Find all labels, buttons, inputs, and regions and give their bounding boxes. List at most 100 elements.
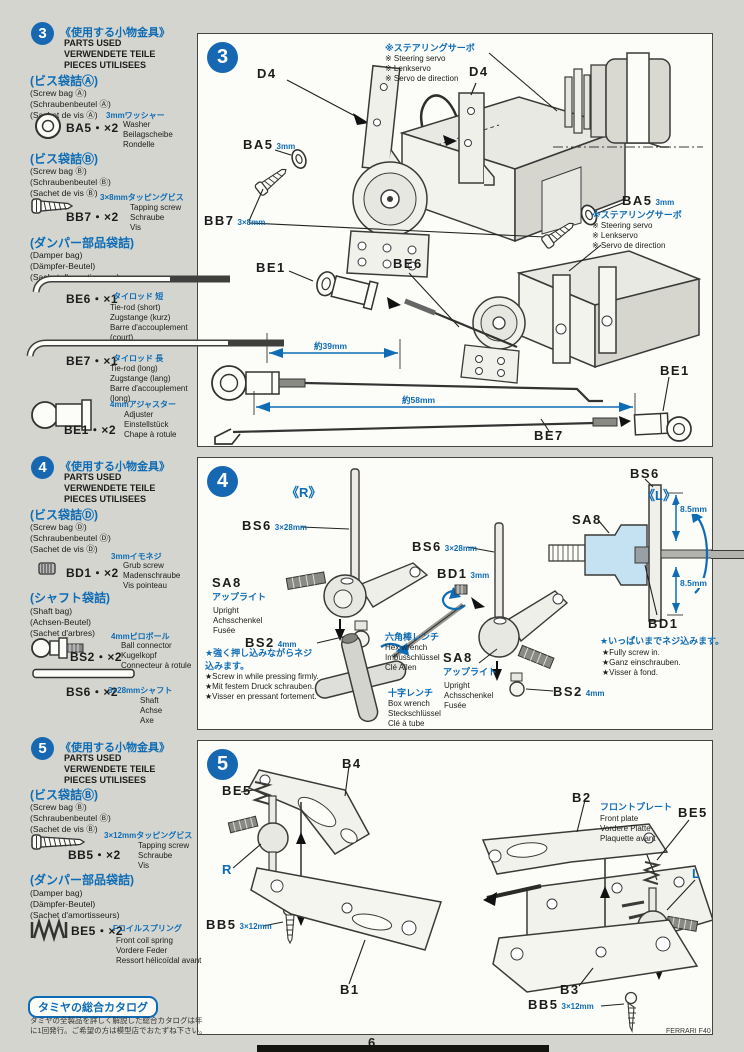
tapping-screw-icon bbox=[31, 834, 86, 850]
hex-wrench-label: 六角棒レンチ bbox=[385, 632, 440, 642]
part-size: タイロッド 短 bbox=[113, 292, 164, 301]
parts-used-header: PARTS USED VERWENDETE TEILE PIECES UTILI… bbox=[64, 38, 156, 70]
box-wrench-label: 十字レンチ bbox=[388, 688, 434, 698]
step5-illustration bbox=[227, 765, 713, 1034]
step4-number: 4 bbox=[207, 466, 238, 497]
brand-footer: FERRARI F40 bbox=[666, 1028, 711, 1035]
part-code: BB7・×2 bbox=[66, 210, 119, 224]
lower-arm-b3 bbox=[492, 919, 699, 993]
screw-bag-d-subtitle: (Screw bag Ⓓ) (Schraubenbeutel Ⓓ) (Sache… bbox=[30, 522, 111, 554]
step3-number: 3 bbox=[207, 42, 238, 73]
part-size: Fコイルスプリング bbox=[113, 924, 182, 933]
part-code: BS2・×2 bbox=[70, 650, 123, 664]
label-sa8-l: SA8 アップライト bbox=[443, 650, 498, 677]
label-l: L bbox=[692, 866, 700, 881]
damper-bag-title: (ダンパー部品袋詰) bbox=[30, 873, 134, 887]
label-right-side: 《R》 bbox=[286, 485, 322, 500]
label-r: R bbox=[222, 862, 232, 877]
part-desc: Adjuster Einstellstück Chape à rotule bbox=[124, 410, 177, 439]
step3-sidebar-badge: 3 bbox=[31, 22, 54, 45]
screw-bag-a-subtitle: (Screw bag Ⓐ) (Schraubenbeutel Ⓐ) (Sache… bbox=[30, 88, 111, 120]
dim-8-5mm-bottom: 8.5mm bbox=[678, 578, 709, 588]
lower-arm-b1 bbox=[250, 867, 442, 985]
servo-side-view-inset bbox=[553, 52, 703, 148]
part-desc: Tapping screw Schraube Vis bbox=[138, 841, 190, 870]
tie-rod-long bbox=[214, 412, 692, 445]
tapping-screw-icon bbox=[31, 198, 74, 214]
screw-bag-b-subtitle: (Screw bag Ⓑ) (Schraubenbeutel Ⓑ) (Sache… bbox=[30, 166, 111, 198]
part-code: BE6・×1 bbox=[66, 292, 119, 306]
part-desc: Washer Beilagscheibe Rondelle bbox=[123, 120, 173, 149]
part-code: BS6・×2 bbox=[66, 685, 119, 699]
screw-bag-b-title: (ビス袋詰Ⓑ) bbox=[30, 152, 98, 166]
label-d4: D4 bbox=[469, 64, 489, 79]
part-desc: Tapping screw Schraube Vis bbox=[130, 203, 182, 232]
part-desc: Tie-rod (short) Zugstange (kurz) Barre d… bbox=[110, 303, 188, 342]
shaft-bag-subtitle: (Shaft bag) (Achsen-Beutel) (Sachet d'ar… bbox=[30, 606, 95, 638]
ba5-washer-right bbox=[580, 204, 598, 226]
label-b4: B4 bbox=[342, 756, 362, 771]
parts-used-header: PARTS USED VERWENDETE TEILE PIECES UTILI… bbox=[64, 472, 156, 504]
dim-39mm: 約39mm bbox=[312, 340, 350, 352]
screw-bag-d-title: (ビス袋詰Ⓓ) bbox=[30, 508, 98, 522]
part-code: BB5・×2 bbox=[68, 848, 121, 862]
servo-note-2: ※ステアリングサーボ ※ Steering servo ※ Lenkservo … bbox=[592, 210, 682, 250]
step4-illustration bbox=[285, 468, 713, 723]
shaft-bag-title: (シャフト袋詰) bbox=[30, 591, 110, 605]
box-wrench-desc: Box wrench Steckschlüssel Clé à tube bbox=[388, 699, 441, 728]
catalog-note: タミヤの全製品を詳しく解説した総合カタログは年 に1回発行。ご希望の方は模型店で… bbox=[30, 1016, 207, 1035]
grub-screw-icon bbox=[38, 562, 56, 575]
label-be5-left: BE5 bbox=[222, 783, 252, 798]
ba5-washer-left bbox=[291, 149, 307, 169]
full-screw-note: ★いっぱいまでネジ込みます。 bbox=[600, 636, 725, 646]
parts-used-header-jp: 《使用する小物金具》 bbox=[60, 742, 170, 754]
part-code: BE7・×1 bbox=[66, 354, 119, 368]
washer-icon bbox=[35, 113, 61, 139]
screw-bag-b-subtitle: (Screw bag Ⓑ) (Schraubenbeutel Ⓑ) (Sache… bbox=[30, 802, 111, 834]
sa8-desc-l: Upright Achsschenkel Fusée bbox=[444, 681, 494, 710]
tie-rod-short bbox=[211, 365, 603, 403]
label-bs6-section: BS6 bbox=[630, 466, 660, 481]
label-left-side: 《L》 bbox=[642, 488, 676, 503]
part-code: BE5・×2 bbox=[71, 924, 124, 938]
dim-58mm: 約58mm bbox=[400, 394, 438, 406]
part-desc: Ball connector Kugelkopf Connecteur à ro… bbox=[121, 641, 192, 670]
upright-r bbox=[227, 795, 289, 877]
step5-number: 5 bbox=[207, 749, 238, 780]
label-be6: BE6 bbox=[393, 256, 423, 271]
label-b2: B2 bbox=[572, 790, 592, 805]
bd1-grub-screw bbox=[454, 584, 485, 609]
part-desc: Front coil spring Vordere Feder Ressort … bbox=[116, 936, 202, 965]
part-size: 3×12mmタッピングビス bbox=[104, 831, 193, 840]
ball-connector-icon bbox=[31, 637, 84, 659]
catalog-badge: タミヤの総合カタログ bbox=[28, 996, 158, 1018]
part-code: BA5・×2 bbox=[66, 121, 119, 135]
step4-sidebar-badge: 4 bbox=[31, 456, 54, 479]
steering-servo-2 bbox=[460, 250, 702, 384]
scan-edge-bar bbox=[257, 1045, 549, 1052]
part-size: 3×28mmシャフト bbox=[108, 686, 173, 695]
upright-cross-section bbox=[548, 478, 713, 622]
bb7-screw-left bbox=[254, 168, 287, 196]
label-d4: D4 bbox=[257, 66, 277, 81]
label-sa8-section: SA8 bbox=[572, 512, 602, 527]
parts-used-header-jp: 《使用する小物金具》 bbox=[60, 461, 170, 473]
damper-bag-title: (ダンパー部品袋詰) bbox=[30, 236, 134, 250]
parts-used-header-jp: 《使用する小物金具》 bbox=[60, 27, 170, 39]
part-code: BE1・×2 bbox=[64, 423, 117, 437]
label-be1: BE1 bbox=[256, 260, 286, 275]
part-size: 4mmピロボール bbox=[111, 632, 170, 641]
tie-rod-short-icon bbox=[32, 275, 230, 293]
spring-left bbox=[240, 781, 273, 805]
label-sa8-r: SA8 アップライト bbox=[212, 575, 267, 602]
front-plate-label: フロントプレート bbox=[600, 802, 673, 812]
step3-illustration bbox=[211, 52, 703, 445]
